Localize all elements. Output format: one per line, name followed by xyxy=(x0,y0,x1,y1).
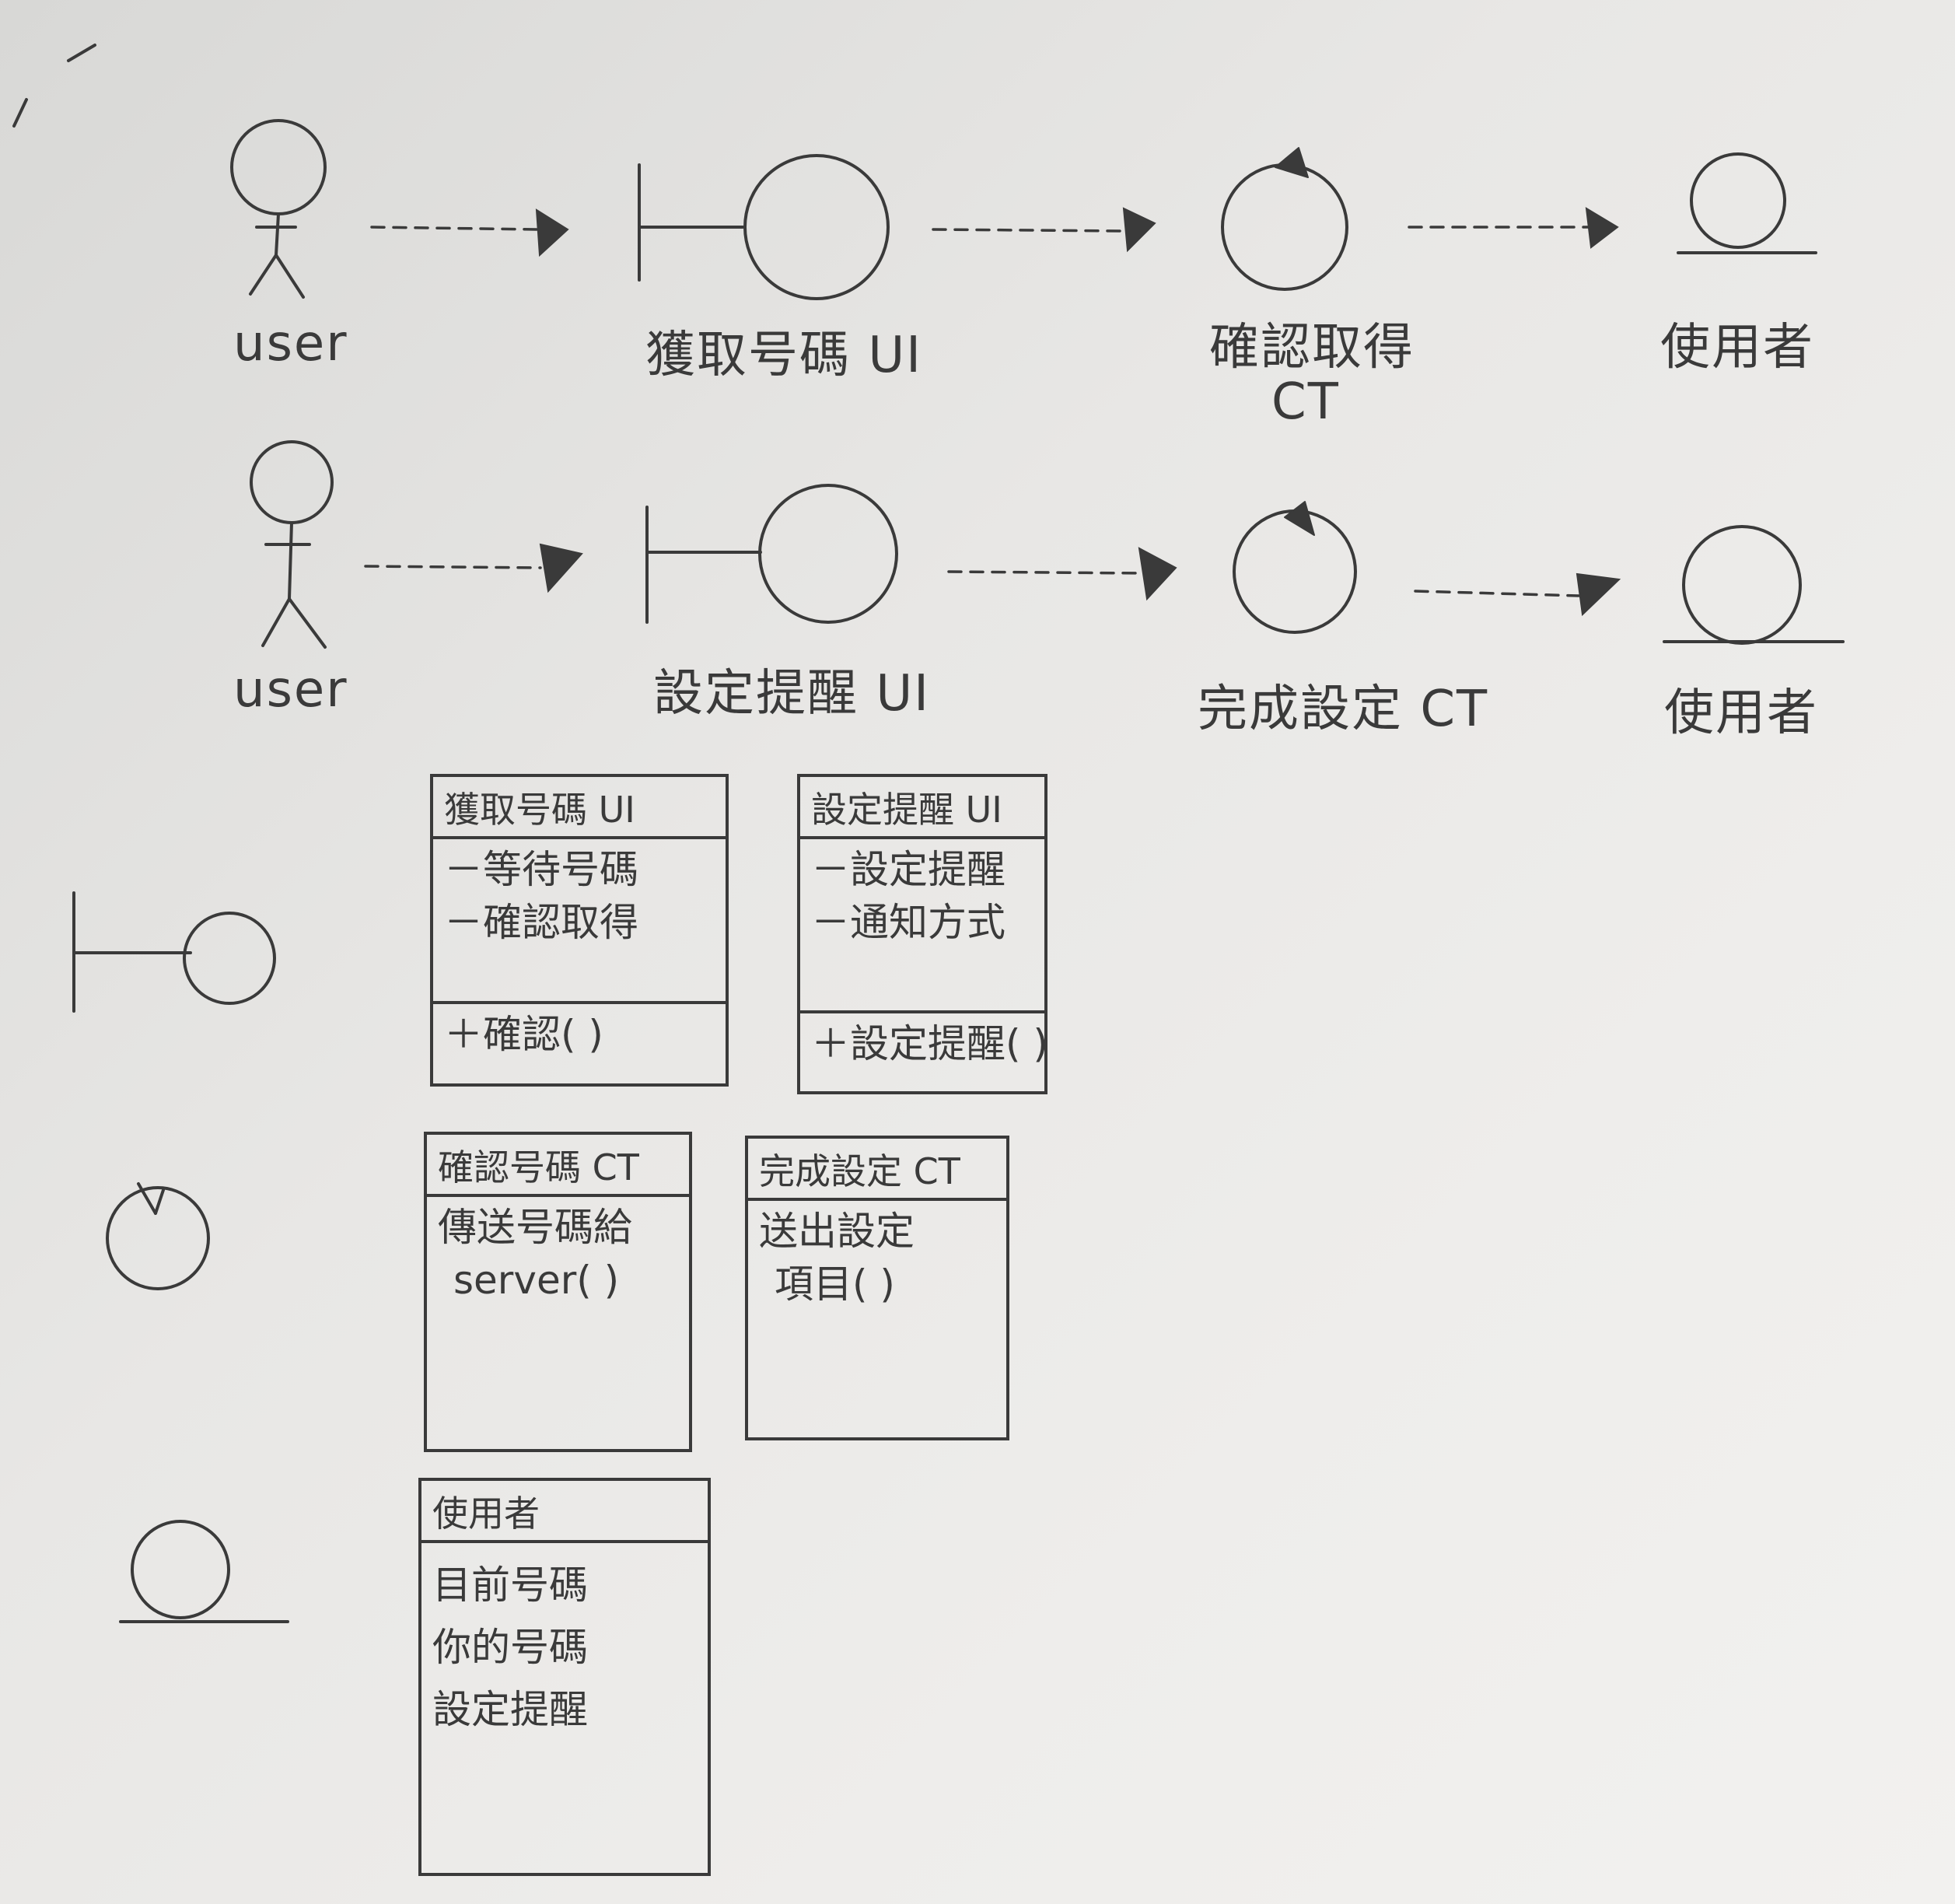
class-attribute: 設定提醒 xyxy=(432,1687,588,1732)
row2-control-label: 完成設定 CT xyxy=(1198,681,1489,738)
class-title: 獲取号碼 UI xyxy=(433,777,726,839)
row1-arrow-boundary-to-control xyxy=(932,207,1156,253)
class-title: 設定提醒 UI xyxy=(800,777,1044,839)
class-operation: ＋確認( ) xyxy=(444,1012,603,1057)
class-attribute: －確認取得 xyxy=(444,899,638,945)
class-box-finish-setting-ct: 完成設定 CT 送出設定 項目( ) xyxy=(745,1136,1009,1440)
class-operation: server( ) xyxy=(453,1257,620,1303)
class-operation: 送出設定 xyxy=(759,1209,915,1254)
class-title: 完成設定 CT xyxy=(748,1139,1006,1201)
row1-actor-icon xyxy=(230,119,327,299)
row2-arrow-actor-to-boundary xyxy=(364,543,583,593)
row1-arrow-control-to-entity xyxy=(1408,207,1619,249)
row1-entity-icon xyxy=(1677,152,1817,254)
row2-entity-label: 使用者 xyxy=(1664,684,1818,742)
class-box-reminder-ui: 設定提醒 UI －設定提醒 －通知方式 ＋設定提醒( ) xyxy=(797,774,1048,1094)
row2-actor-label: user xyxy=(233,661,348,719)
row2-actor-icon xyxy=(250,440,334,649)
row2-boundary-icon xyxy=(645,484,898,624)
class-attribute: －通知方式 xyxy=(811,899,1005,945)
row1-boundary-label: 獲取号碼 UI xyxy=(645,327,923,384)
class-box-confirm-number-ct: 確認号碼 CT 傳送号碼給 server( ) xyxy=(424,1132,692,1452)
class-attribute: －設定提醒 xyxy=(811,847,1005,892)
legend-control-icon xyxy=(106,1182,210,1290)
class-operations: ＋設定提醒( ) xyxy=(800,1010,1048,1076)
class-operations: 送出設定 項目( ) xyxy=(748,1201,1006,1315)
class-operation: ＋設定提醒( ) xyxy=(811,1021,1048,1066)
class-attributes: －等待号碼 －確認取得 xyxy=(433,839,726,1001)
class-title: 使用者 xyxy=(421,1481,708,1543)
row1-entity-label: 使用者 xyxy=(1660,319,1814,376)
row1-actor-label: user xyxy=(233,315,348,373)
row2-control-icon xyxy=(1233,501,1357,634)
legend-entity-icon xyxy=(119,1520,289,1623)
row1-control-icon xyxy=(1221,147,1348,291)
row1-control-sublabel: CT xyxy=(1271,373,1340,431)
row1-control-label: 確認取得 xyxy=(1209,319,1415,376)
class-title: 確認号碼 CT xyxy=(427,1135,689,1197)
legend-boundary-icon xyxy=(72,891,276,1013)
row1-arrow-actor-to-boundary xyxy=(370,208,569,257)
class-attribute: －等待号碼 xyxy=(444,847,638,892)
staple-mark xyxy=(67,44,96,62)
class-operation: 項目( ) xyxy=(775,1261,895,1307)
class-operations: 傳送号碼給 server( ) xyxy=(427,1197,689,1311)
row2-boundary-label: 設定提醒 UI xyxy=(653,665,931,723)
row2-entity-icon xyxy=(1663,525,1845,645)
row2-arrow-control-to-entity xyxy=(1414,572,1621,617)
class-attributes: －設定提醒 －通知方式 xyxy=(800,839,1044,1010)
class-attributes: 目前号碼 你的号碼 設定提醒 xyxy=(421,1543,708,1745)
class-attribute: 目前号碼 xyxy=(432,1563,588,1608)
class-box-get-number-ui: 獲取号碼 UI －等待号碼 －確認取得 ＋確認( ) xyxy=(430,774,729,1087)
class-box-user-entity: 使用者 目前号碼 你的号碼 設定提醒 xyxy=(418,1478,711,1876)
row2-arrow-boundary-to-control xyxy=(947,547,1177,601)
class-attribute: 你的号碼 xyxy=(432,1625,588,1670)
class-operation: 傳送号碼給 xyxy=(438,1205,632,1250)
staple-mark xyxy=(12,98,28,128)
class-operations: ＋確認( ) xyxy=(433,1001,726,1066)
row1-boundary-icon xyxy=(638,154,890,300)
